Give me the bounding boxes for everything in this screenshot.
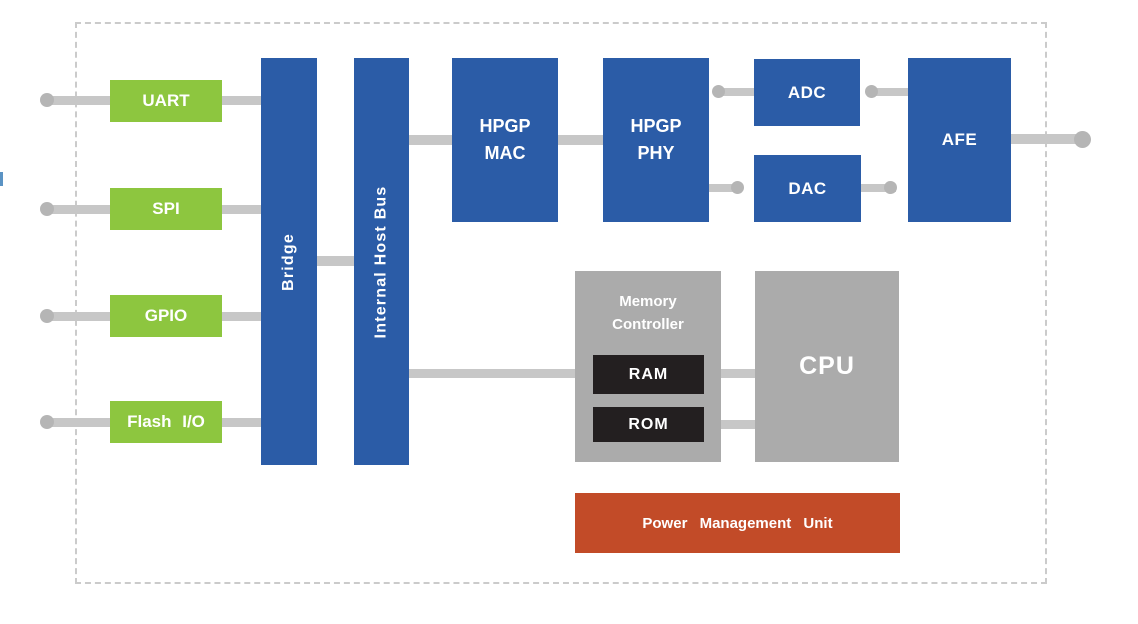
- adc-afe-connector: [867, 88, 908, 96]
- flash-bridge-connector: [222, 418, 261, 427]
- flash-io-block: Flash I/O: [110, 401, 222, 443]
- gpio-bridge-connector: [222, 312, 261, 321]
- spi-bridge-connector: [222, 205, 261, 214]
- bridge-bus-block: Bridge: [261, 58, 317, 465]
- flash-external-connector: [44, 418, 110, 427]
- spi-external-connector: [44, 205, 110, 214]
- flash-io-label: Flash I/O: [127, 412, 205, 431]
- bridge-hostbus-connector: [317, 256, 354, 266]
- uart-block: UART: [110, 80, 222, 122]
- phy-adc-connector: [714, 88, 754, 96]
- phy-dac-connector: [708, 184, 741, 192]
- adc-label: ADC: [787, 82, 827, 102]
- afe-out-node-icon: [1074, 131, 1091, 148]
- internal-host-bus-block: Internal Host Bus: [354, 58, 409, 465]
- spi-block: SPI: [110, 188, 222, 230]
- adc-afe-node-icon: [865, 85, 878, 98]
- cpu-label: CPU: [799, 352, 855, 380]
- rom-cpu-connector: [721, 420, 755, 429]
- dac-afe-node-icon: [884, 181, 897, 194]
- rom-label: ROM: [628, 415, 669, 433]
- flash-node-icon: [40, 415, 54, 429]
- afe-label: AFE: [941, 130, 978, 149]
- phy-dac-node-icon: [731, 181, 744, 194]
- uart-node-icon: [40, 93, 54, 107]
- ram-cpu-connector: [721, 369, 755, 378]
- dac-block: DAC: [754, 155, 861, 222]
- bridge-label: Bridge: [280, 232, 297, 291]
- rom-block: ROM: [593, 407, 704, 442]
- power-management-unit-label: Power Management Unit: [642, 514, 833, 532]
- uart-external-connector: [44, 96, 110, 105]
- left-edge-artifact: [0, 172, 3, 186]
- internal-host-bus-label: Internal Host Bus: [372, 185, 390, 338]
- hostbus-memory-connector: [409, 369, 575, 378]
- afe-external-connector: [1010, 134, 1082, 144]
- phy-adc-node-icon: [712, 85, 725, 98]
- hostbus-mac-connector: [409, 135, 452, 145]
- adc-block: ADC: [754, 59, 860, 126]
- hpgp-mac-label: HPGP MAC: [479, 116, 531, 163]
- dac-afe-connector: [861, 184, 896, 192]
- afe-block: AFE: [908, 58, 1011, 222]
- gpio-label: GPIO: [144, 306, 188, 325]
- ram-label: RAM: [628, 365, 669, 383]
- spi-label: SPI: [152, 199, 180, 218]
- dac-label: DAC: [788, 178, 827, 198]
- gpio-node-icon: [40, 309, 54, 323]
- hpgp-mac-block: HPGP MAC: [452, 58, 558, 222]
- spi-node-icon: [40, 202, 54, 216]
- ram-block: RAM: [593, 355, 704, 394]
- uart-bridge-connector: [222, 96, 261, 105]
- power-management-unit-block: Power Management Unit: [575, 493, 900, 553]
- hpgp-phy-label: HPGP PHY: [630, 116, 682, 163]
- cpu-block: CPU: [755, 271, 899, 462]
- uart-label: UART: [142, 91, 190, 110]
- memory-controller-label: Memory Controller: [612, 293, 684, 334]
- gpio-block: GPIO: [110, 295, 222, 337]
- gpio-external-connector: [44, 312, 110, 321]
- mac-phy-connector: [558, 135, 603, 145]
- hpgp-phy-block: HPGP PHY: [603, 58, 709, 222]
- chip-boundary: [75, 22, 1047, 584]
